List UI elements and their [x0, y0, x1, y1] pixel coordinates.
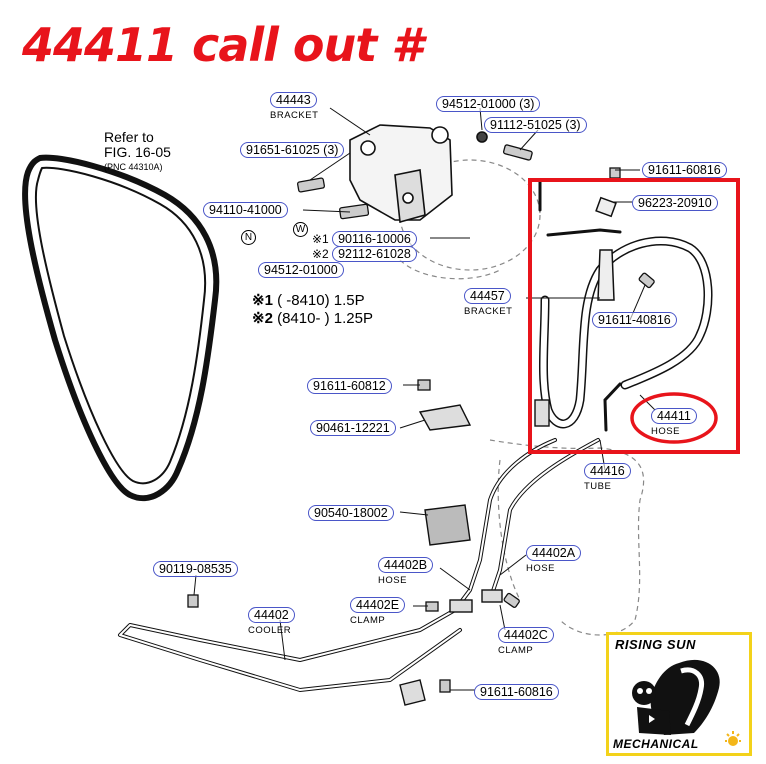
part-label-44402b: 44402B HOSE	[378, 557, 434, 587]
part-prefix: ※2	[312, 247, 329, 261]
part-desc: HOSE	[651, 426, 680, 437]
part-number: 44416	[584, 463, 631, 479]
circled-w-mark: W	[293, 222, 308, 237]
part-desc: CLAMP	[350, 615, 386, 626]
part-label-90119-08535: 90119-08535	[153, 561, 238, 577]
part-number: 90461-12221	[310, 420, 396, 436]
logo-top-text: RISING SUN	[615, 637, 696, 652]
part-label-91611-40816: 91611-40816	[592, 312, 677, 328]
part-desc: HOSE	[378, 575, 407, 586]
part-label-90461-12221: 90461-12221	[310, 420, 396, 436]
highlight-circle-44411	[630, 392, 718, 444]
part-label-91611-60816-bottom: 91611-60816	[474, 684, 559, 700]
note-range-2: (8410- )	[277, 310, 330, 327]
part-number: 91611-40816	[592, 312, 677, 328]
part-number: 91611-60812	[307, 378, 392, 394]
note-row-2: ※2 (8410- ) 1.25P	[252, 310, 373, 328]
part-label-94512-01000-3: 94512-01000 (3)	[436, 96, 541, 112]
bolts	[187, 144, 655, 693]
refer-line-3: (PNC 44310A)	[104, 162, 163, 172]
part-label-90540-18002: 90540-18002	[308, 505, 394, 521]
part-label-44402: 44402 COOLER	[248, 607, 295, 637]
part-label-96223-20910: 96223-20910	[632, 195, 718, 211]
page-heading: 44411 call out #	[22, 18, 423, 72]
part-desc: COOLER	[248, 625, 292, 636]
part-label-91611-60812: 91611-60812	[307, 378, 392, 394]
part-number: 92112-61028	[332, 246, 417, 262]
part-label-44443: 44443 BRACKET	[270, 92, 318, 122]
part-number: 44402B	[378, 557, 434, 573]
part-label-94110-41000: 94110-41000	[203, 202, 288, 218]
part-desc: BRACKET	[464, 306, 513, 317]
logo-bottom-text: MECHANICAL	[613, 737, 699, 751]
part-number: 90540-18002	[308, 505, 394, 521]
part-label-91611-60816-top: 91611-60816	[642, 162, 727, 178]
part-desc: BRACKET	[270, 110, 319, 121]
part-label-92112-61028: ※2 92112-61028	[312, 246, 417, 262]
part-number: 91611-60816	[474, 684, 559, 700]
part-number: 44457	[464, 288, 511, 304]
part-label-90116-10006: ※1 90116-10006	[312, 231, 417, 247]
part-number: 91611-60816	[642, 162, 727, 178]
bracket-44443	[349, 124, 488, 224]
part-label-44416: 44416 TUBE	[584, 463, 631, 493]
part-number: 91112-51025 (3)	[484, 117, 587, 133]
part-label-44402c: 44402C CLAMP	[498, 627, 554, 657]
part-label-44402e: 44402E CLAMP	[350, 597, 406, 627]
part-desc: HOSE	[526, 563, 555, 574]
note-range-1: ( -8410)	[277, 292, 330, 309]
note-mark-2: ※2	[252, 310, 273, 327]
part-label-44411: 44411 HOSE	[651, 408, 697, 438]
part-number: 90116-10006	[332, 231, 417, 247]
refer-to-note: Refer to FIG. 16-05 (PNC 44310A)	[104, 130, 171, 175]
refer-line-1: Refer to	[104, 129, 154, 145]
part-prefix: ※1	[312, 232, 329, 246]
drive-belt	[22, 154, 220, 502]
part-number: 44411	[651, 408, 697, 424]
part-label-91112-51025: 91112-51025 (3)	[484, 117, 587, 133]
sun-icon	[725, 731, 741, 746]
highlight-box	[528, 178, 740, 454]
part-desc: TUBE	[584, 481, 612, 492]
part-label-91651-61025: 91651-61025 (3)	[240, 142, 345, 158]
bracket-44457	[595, 196, 617, 301]
part-label-44457: 44457 BRACKET	[464, 288, 512, 318]
note-mark-1: ※1	[252, 292, 273, 309]
skunk-icon	[632, 659, 720, 735]
part-number: 44402C	[498, 627, 554, 643]
part-number: 44402	[248, 607, 295, 623]
part-number: 44402E	[350, 597, 406, 613]
part-number: 96223-20910	[632, 195, 718, 211]
pump-outline	[399, 159, 645, 636]
part-label-94512-01000: 94512-01000	[258, 262, 344, 278]
note-value-2: 1.25P	[333, 310, 373, 327]
part-desc: CLAMP	[498, 645, 534, 656]
part-number: 91651-61025 (3)	[240, 142, 345, 158]
part-number: 94512-01000	[258, 262, 344, 278]
part-number: 94512-01000 (3)	[436, 96, 541, 112]
part-number: 94110-41000	[203, 202, 288, 218]
part-number: 44443	[270, 92, 317, 108]
part-number: 90119-08535	[153, 561, 238, 577]
circled-n-mark: N	[241, 230, 256, 245]
rising-sun-logo: RISING SUN MECHANICAL	[606, 632, 752, 756]
clamps	[399, 399, 550, 706]
thread-notes: ※1 ( -8410) 1.5P ※2 (8410- ) 1.25P	[252, 292, 373, 328]
part-label-44402a: 44402A HOSE	[526, 545, 582, 575]
refer-line-2: FIG. 16-05	[104, 144, 171, 160]
hose-44411	[538, 178, 713, 432]
part-number: 44402A	[526, 545, 582, 561]
note-row-1: ※1 ( -8410) 1.5P	[252, 292, 373, 310]
note-value-1: 1.5P	[333, 292, 365, 309]
